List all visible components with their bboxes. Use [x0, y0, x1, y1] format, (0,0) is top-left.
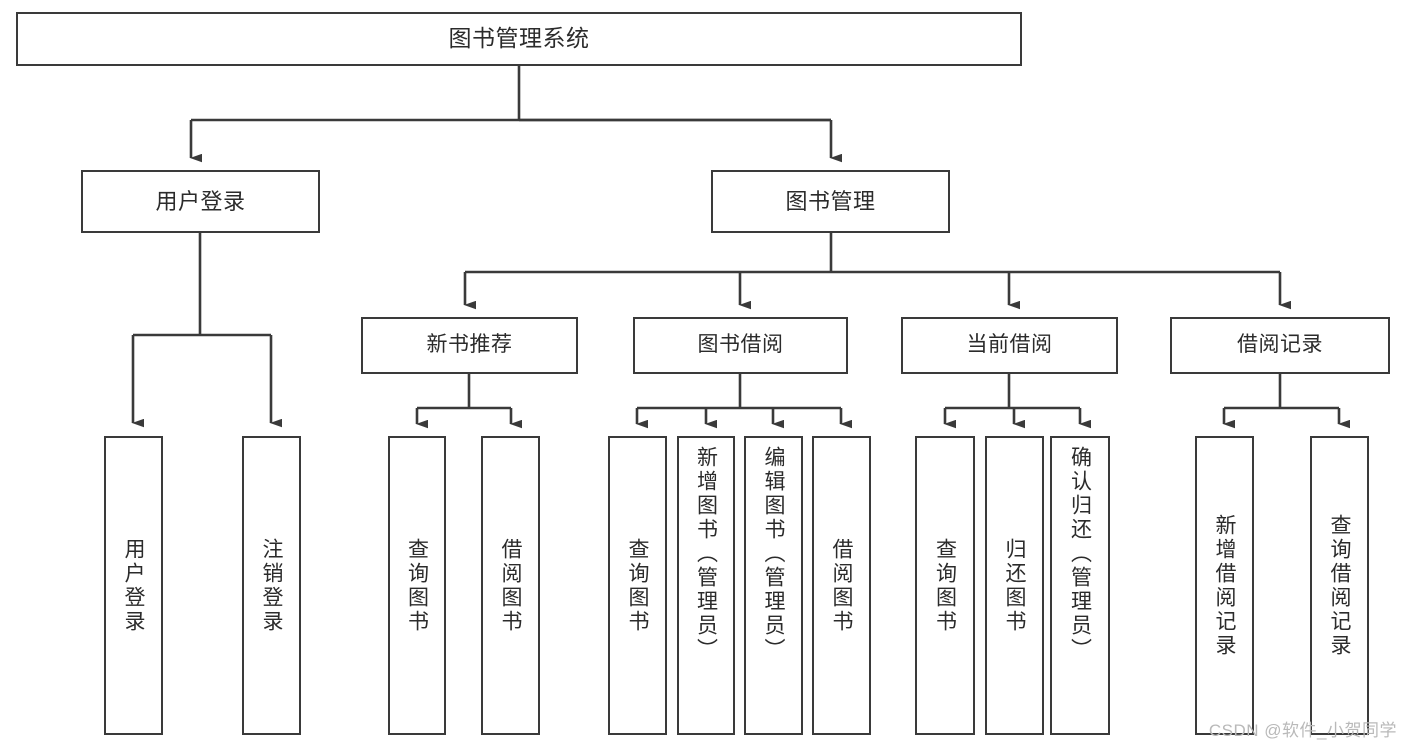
- node-leaf-add-record[interactable]: 新增借阅记录: [1195, 436, 1254, 735]
- node-leaf-query-book-1[interactable]: 查询图书: [388, 436, 446, 735]
- node-leaf-logout-login-label: 注销登录: [260, 537, 283, 634]
- node-leaf-user-login-label: 用户登录: [122, 537, 145, 634]
- node-current-borrow-label: 当前借阅: [966, 333, 1053, 357]
- node-current-borrow[interactable]: 当前借阅: [901, 317, 1118, 374]
- node-leaf-query-book-2[interactable]: 查询图书: [608, 436, 667, 735]
- node-leaf-query-record-label: 查询借阅记录: [1328, 513, 1351, 658]
- node-user-login-label: 用户登录: [155, 188, 246, 214]
- node-leaf-confirm-return[interactable]: 确认归还（管理员）: [1050, 436, 1110, 735]
- node-leaf-add-record-label: 新增借阅记录: [1213, 513, 1236, 658]
- node-leaf-borrow-book-1-label: 借阅图书: [499, 537, 522, 634]
- node-leaf-edit-book-label: 编辑图书（管理员）: [762, 446, 785, 662]
- node-root-label: 图书管理系统: [448, 25, 590, 52]
- node-new-book-recommend[interactable]: 新书推荐: [361, 317, 578, 374]
- node-leaf-query-book-2-label: 查询图书: [626, 537, 649, 634]
- node-leaf-borrow-book-2[interactable]: 借阅图书: [812, 436, 871, 735]
- node-leaf-query-book-1-label: 查询图书: [405, 537, 429, 634]
- node-leaf-query-book-3[interactable]: 查询图书: [915, 436, 975, 735]
- node-leaf-borrow-book-2-label: 借阅图书: [830, 537, 853, 634]
- node-leaf-query-book-3-label: 查询图书: [933, 537, 957, 634]
- node-leaf-borrow-book-1[interactable]: 借阅图书: [481, 436, 540, 735]
- csdn-watermark: CSDN @软件_小贺同学: [1208, 721, 1397, 740]
- node-book-borrow[interactable]: 图书借阅: [633, 317, 848, 374]
- node-leaf-query-record[interactable]: 查询借阅记录: [1310, 436, 1369, 735]
- node-leaf-return-book[interactable]: 归还图书: [985, 436, 1044, 735]
- node-book-manage-label: 图书管理: [785, 188, 876, 214]
- node-leaf-confirm-return-label: 确认归还（管理员）: [1068, 446, 1092, 662]
- node-new-book-recommend-label: 新书推荐: [426, 333, 513, 357]
- node-leaf-return-book-label: 归还图书: [1003, 537, 1026, 634]
- node-leaf-user-login[interactable]: 用户登录: [104, 436, 163, 735]
- node-leaf-add-book-label: 新增图书（管理员）: [694, 446, 718, 662]
- node-borrow-record-label: 借阅记录: [1237, 333, 1323, 357]
- node-book-borrow-label: 图书借阅: [697, 333, 784, 357]
- node-leaf-logout-login[interactable]: 注销登录: [242, 436, 301, 735]
- node-leaf-add-book[interactable]: 新增图书（管理员）: [677, 436, 735, 735]
- node-root[interactable]: 图书管理系统: [16, 12, 1022, 66]
- node-leaf-edit-book[interactable]: 编辑图书（管理员）: [744, 436, 803, 735]
- node-book-manage[interactable]: 图书管理: [711, 170, 950, 233]
- node-borrow-record[interactable]: 借阅记录: [1170, 317, 1390, 374]
- node-user-login[interactable]: 用户登录: [81, 170, 320, 233]
